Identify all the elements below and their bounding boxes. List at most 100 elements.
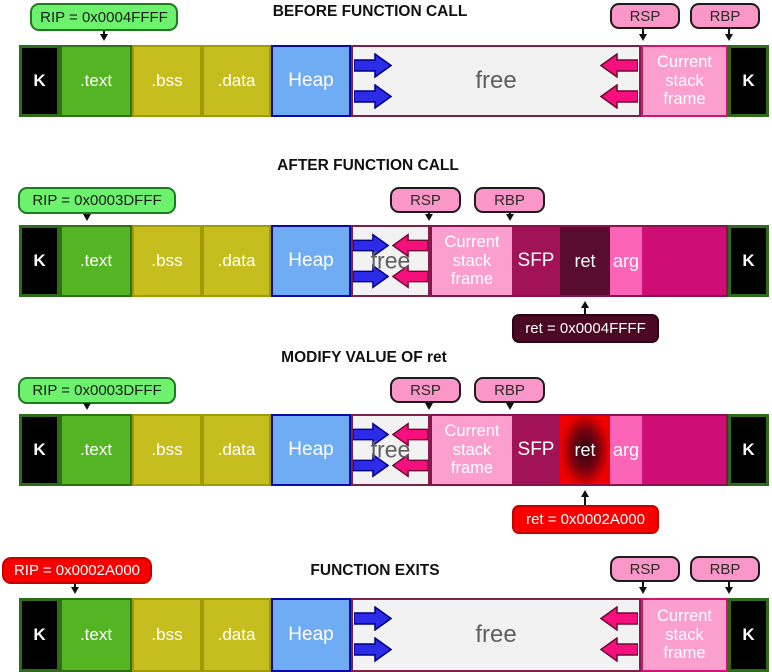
data-segment: .data bbox=[202, 598, 271, 672]
free-memory-segment: free bbox=[351, 225, 430, 297]
heap-label: Heap bbox=[288, 250, 334, 271]
free-label: free bbox=[370, 436, 411, 463]
text-segment: .text bbox=[60, 45, 132, 117]
ret-note-arrow-icon bbox=[581, 490, 589, 505]
current-stack-frame-label: Current stack frame bbox=[656, 606, 713, 663]
ret-label: ret bbox=[574, 250, 596, 271]
heap-growth-arrow-icon bbox=[353, 453, 389, 478]
free-label: free bbox=[370, 247, 411, 274]
memory-bar: K .text .bss .data Heap free Current sta… bbox=[19, 45, 769, 117]
data-label: .data bbox=[217, 625, 256, 644]
bss-segment: .bss bbox=[132, 45, 202, 117]
rsp-text: RSP bbox=[410, 191, 441, 209]
rsp-pointer-arrow-icon bbox=[639, 29, 647, 41]
heap-label: Heap bbox=[288, 70, 334, 91]
rip-pointer-arrow-icon bbox=[71, 584, 79, 594]
free-label: free bbox=[475, 621, 517, 648]
rbp-pointer-arrow-icon bbox=[506, 403, 514, 410]
kernel-label: K bbox=[33, 440, 46, 459]
rip-value: RIP = 0x0002A000 bbox=[13, 562, 141, 579]
sfp-label: SFP bbox=[517, 250, 555, 271]
free-memory-segment: free bbox=[351, 45, 641, 117]
memory-bar: K .text .bss .data Heap free Current sta… bbox=[19, 598, 769, 672]
bss-label: .bss bbox=[151, 251, 183, 270]
bss-label: .bss bbox=[151, 71, 183, 90]
memory-bar: K .text .bss .data Heap free Current sta… bbox=[19, 414, 769, 486]
rip-pointer-arrow-icon bbox=[83, 403, 91, 410]
kernel-label: K bbox=[742, 625, 755, 644]
sfp-label: SFP bbox=[517, 439, 555, 460]
stack-region: Current stack frame SFP ret arg bbox=[430, 225, 728, 297]
rbp-pointer-arrow-icon bbox=[506, 213, 514, 221]
heap-growth-arrow-icon bbox=[354, 606, 392, 631]
rsp-label: RSP bbox=[610, 556, 680, 582]
current-stack-frame-segment: Current stack frame bbox=[641, 45, 728, 117]
heap-label: Heap bbox=[288, 439, 334, 460]
ret-value-text: ret = 0x0004FFFF bbox=[525, 320, 646, 337]
rsp-pointer-arrow-icon bbox=[425, 213, 433, 221]
text-segment: .text bbox=[60, 414, 132, 486]
ret-value-note: ret = 0x0004FFFF bbox=[512, 314, 659, 343]
ret-segment: ret bbox=[560, 227, 610, 295]
rbp-label: RBP bbox=[690, 3, 760, 29]
kernel-segment: K bbox=[728, 45, 769, 117]
text-segment-label: .text bbox=[79, 625, 113, 644]
kernel-segment: K bbox=[728, 414, 769, 486]
heap-segment: Heap bbox=[271, 414, 351, 486]
rsp-text: RSP bbox=[629, 7, 661, 25]
text-segment: .text bbox=[60, 598, 132, 672]
kernel-label: K bbox=[742, 71, 755, 90]
stack-region: Current stack frame SFP ret arg bbox=[430, 414, 728, 486]
rip-value: RIP = 0x0003DFFF bbox=[32, 192, 162, 209]
heap-segment: Heap bbox=[271, 45, 351, 117]
kernel-label: K bbox=[33, 251, 46, 270]
arg-segment: arg bbox=[610, 416, 642, 484]
rsp-label: RSP bbox=[610, 3, 680, 29]
rsp-text: RSP bbox=[410, 381, 441, 399]
arg-label: arg bbox=[612, 250, 639, 271]
free-label: free bbox=[475, 67, 517, 94]
data-label: .data bbox=[217, 440, 256, 459]
rsp-label: RSP bbox=[390, 187, 461, 213]
rbp-pointer-arrow-icon bbox=[725, 582, 733, 594]
section-title-before-call: BEFORE FUNCTION CALL bbox=[272, 3, 468, 20]
text-segment-label: .text bbox=[79, 71, 113, 90]
data-segment: .data bbox=[202, 414, 271, 486]
ret-value-note-modified: ret = 0x0002A000 bbox=[512, 505, 659, 534]
stack-growth-arrow-icon bbox=[600, 637, 638, 662]
rip-pointer-arrow-icon bbox=[83, 214, 91, 221]
rbp-label: RBP bbox=[474, 187, 545, 213]
section-title-modify-ret: MODIFY VALUE OF ret bbox=[281, 349, 447, 366]
kernel-segment: K bbox=[19, 598, 60, 672]
stack-growth-arrow-icon bbox=[392, 264, 428, 289]
current-stack-frame-segment: Current stack frame bbox=[432, 416, 512, 484]
arg-segment: arg bbox=[610, 227, 642, 295]
current-stack-frame-segment: Current stack frame bbox=[432, 227, 512, 295]
text-segment: .text bbox=[60, 225, 132, 297]
sfp-segment: SFP bbox=[512, 416, 560, 484]
heap-growth-arrow-icon bbox=[354, 637, 392, 662]
heap-growth-arrow-icon bbox=[353, 233, 389, 258]
heap-label: Heap bbox=[288, 624, 334, 645]
rip-label: RIP = 0x0003DFFF bbox=[18, 377, 176, 404]
current-stack-frame-label: Current stack frame bbox=[444, 421, 500, 478]
section-title-function-exits: FUNCTION EXITS bbox=[310, 562, 440, 579]
data-label: .data bbox=[217, 71, 256, 90]
rbp-label: RBP bbox=[474, 377, 545, 403]
text-segment-label: .text bbox=[79, 251, 113, 270]
heap-growth-arrow-icon bbox=[353, 422, 389, 447]
memory-bar: K .text .bss .data Heap free Current sta… bbox=[19, 225, 769, 297]
rsp-text: RSP bbox=[629, 560, 661, 578]
ret-label: ret bbox=[574, 439, 596, 460]
rbp-label: RBP bbox=[690, 556, 760, 582]
rsp-pointer-arrow-icon bbox=[639, 582, 647, 594]
data-segment: .data bbox=[202, 45, 271, 117]
bss-segment: .bss bbox=[132, 598, 202, 672]
kernel-label: K bbox=[33, 625, 46, 644]
kernel-label: K bbox=[742, 440, 755, 459]
current-stack-frame-label: Current stack frame bbox=[656, 52, 713, 109]
kernel-segment: K bbox=[19, 45, 60, 117]
rbp-text: RBP bbox=[494, 381, 525, 399]
rip-value: RIP = 0x0004FFFF bbox=[40, 8, 168, 26]
rbp-text: RBP bbox=[494, 191, 525, 209]
